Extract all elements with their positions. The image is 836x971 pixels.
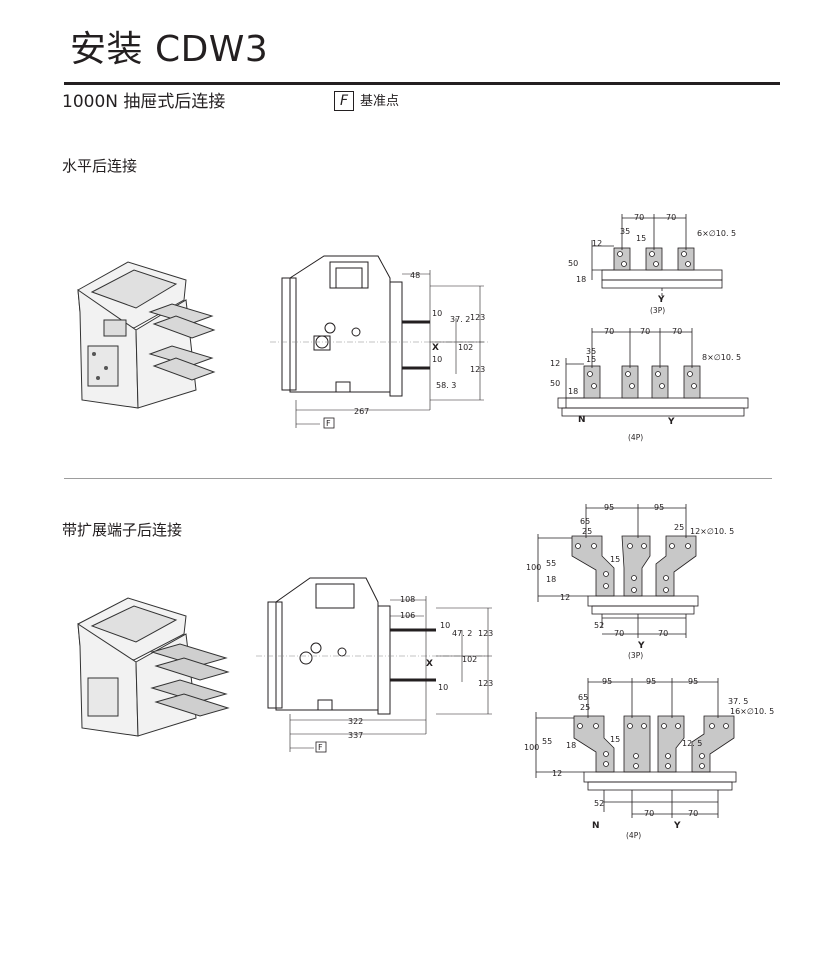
dim-25-right: 25 [674,523,684,532]
section2-side-view: 108 106 10 47. 2 123 X 102 10 123 322 33… [256,577,493,753]
section1-side-view: 48 10 37. 2 123 X 102 10 123 58. 3 267 F [270,255,490,429]
dim-267: 267 [354,407,369,416]
dim-12: 12 [592,239,602,248]
dim-65: 65 [578,693,588,702]
dim-65: 65 [580,517,590,526]
dim-123-upper: 123 [470,313,485,322]
dim-10-top: 10 [440,621,450,630]
page-title: 安装 CDW3 [70,29,269,70]
dim-18: 18 [546,575,556,584]
dim-95-c: 95 [688,677,698,686]
dim-95-b: 95 [654,503,664,512]
dim-100: 100 [526,563,541,572]
hole-spec: 6×∅10. 5 [697,229,736,238]
section2-heading: 带扩展端子后连接 [62,521,183,539]
reference-f-marker: F [318,743,323,752]
dim-70-b: 70 [688,809,698,818]
dim-35: 35 [586,347,596,356]
axis-y-label: Y [667,417,675,427]
hole-spec: 8×∅10. 5 [702,353,741,362]
reference-point-symbol: F [334,91,354,111]
dim-50: 50 [568,259,578,268]
dim-70-a: 70 [634,213,644,222]
dim-18: 18 [566,741,576,750]
axis-x-label: X [426,659,433,669]
section1-heading: 水平后连接 [62,157,138,175]
section2-breaker-isometric-view [77,597,230,737]
reference-f-marker: F [326,419,331,428]
neutral-label: N [592,821,600,831]
dim-102: 102 [458,343,473,352]
dim-50: 50 [550,379,560,388]
dim-100: 100 [524,743,539,752]
dim-106: 106 [400,611,415,620]
dim-18: 18 [568,387,578,396]
neutral-label: N [578,415,586,425]
dim-337: 337 [348,731,363,740]
caption-3p: (3P) [650,306,665,315]
dim-95-a: 95 [602,677,612,686]
dim-52: 52 [594,621,604,630]
dim-10-bottom: 10 [438,683,448,692]
dim-70-a: 70 [614,629,624,638]
dim-95-a: 95 [604,503,614,512]
dim-18: 18 [576,275,586,284]
section-divider [64,478,772,479]
dim-37-2: 37. 2 [450,315,470,324]
hole-spec: 16×∅10. 5 [730,707,774,716]
title-rule [64,82,780,85]
axis-y-label: Y [637,641,645,651]
dim-70-a: 70 [644,809,654,818]
dim-108: 108 [400,595,415,604]
section2-top-view-4p: 95 95 95 65 25 37. 5 16×∅10. 5 12. 5 15 … [524,677,774,840]
dim-47-2: 47. 2 [452,629,472,638]
page-subtitle: 1000N 抽屉式后连接 [62,92,226,112]
dim-102: 102 [462,655,477,664]
dim-322: 322 [348,717,363,726]
dim-15: 15 [586,355,596,364]
dim-70-b: 70 [640,327,650,336]
caption-4p: (4P) [626,831,641,840]
caption-4p: (4P) [628,433,643,442]
dim-95-b: 95 [646,677,656,686]
dim-15: 15 [610,735,620,744]
dim-37-5: 37. 5 [728,697,748,706]
section1-breaker-isometric-view [77,261,216,409]
dim-35: 35 [620,227,630,236]
dim-10-top: 10 [432,309,442,318]
dim-12: 12 [550,359,560,368]
dim-10-bottom: 10 [432,355,442,364]
dim-25: 25 [580,703,590,712]
section2-top-view-3p: 95 95 65 25 25 12×∅10. 5 15 100 55 18 12… [526,503,734,660]
hole-spec: 12×∅10. 5 [690,527,734,536]
dim-52: 52 [594,799,604,808]
reference-point-label: 基准点 [360,94,400,109]
section1-top-view-3p: 70 70 35 15 6×∅10. 5 12 50 18 Y (3P) [568,213,736,315]
dim-15: 15 [636,234,646,243]
dim-12: 12 [552,769,562,778]
dim-123-lower: 123 [478,679,493,688]
axis-y-label: Y [673,821,681,831]
axis-x-label: X [432,343,439,353]
dim-12: 12 [560,593,570,602]
dim-70-a: 70 [604,327,614,336]
dim-48: 48 [410,271,420,280]
caption-3p: (3P) [628,651,643,660]
dim-70-b: 70 [658,629,668,638]
dim-58-3: 58. 3 [436,381,456,390]
dim-70-c: 70 [672,327,682,336]
section1-top-view-4p: 70 70 70 35 15 8×∅10. 5 12 50 18 N Y (4P… [550,327,749,442]
dim-55: 55 [542,737,552,746]
dim-55: 55 [546,559,556,568]
axis-y-label: Y [657,295,665,305]
dim-12-5: 12. 5 [682,739,702,748]
dim-123-upper: 123 [478,629,493,638]
dim-70-b: 70 [666,213,676,222]
dim-123-lower: 123 [470,365,485,374]
dim-15: 15 [610,555,620,564]
dim-25-left: 25 [582,527,592,536]
